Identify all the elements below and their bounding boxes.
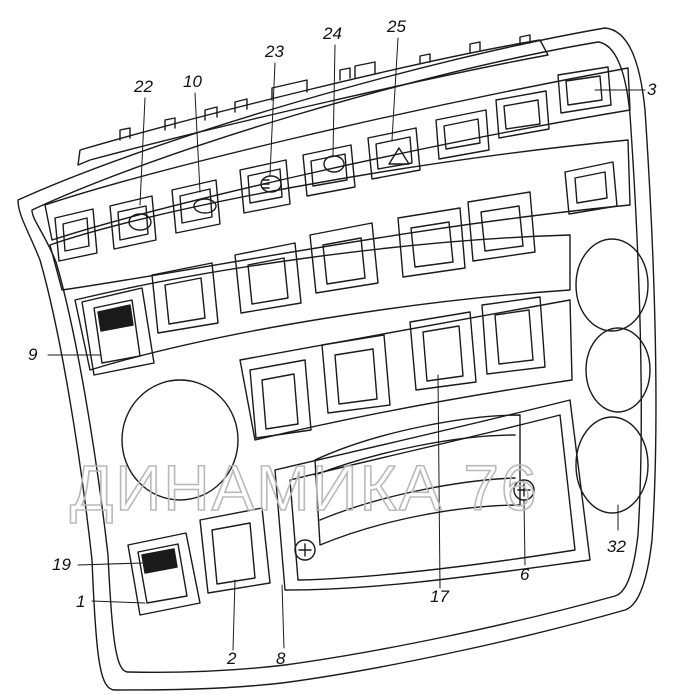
cluster-curved-face	[314, 414, 521, 546]
gauge-aperture-right-1	[575, 238, 649, 332]
mounting-screw-icon	[294, 539, 316, 561]
gauge-aperture-right-3	[575, 416, 649, 514]
gauge-aperture-right-2	[585, 327, 651, 413]
switch-band-third	[74, 234, 571, 371]
rocker-switch-19[interactable]	[127, 532, 201, 616]
switch-low-2[interactable]	[321, 334, 391, 414]
callout-19: 19	[52, 555, 71, 574]
switch-row-third	[249, 296, 546, 439]
switch-band-second	[49, 139, 631, 291]
switch-low-4[interactable]	[481, 296, 546, 375]
callout-24: 24	[322, 24, 342, 43]
leader-lines	[47, 37, 646, 651]
switch-bottom-2[interactable]	[199, 507, 271, 594]
switch-top-22[interactable]	[109, 195, 157, 250]
switch-mid-10[interactable]	[151, 262, 219, 334]
switch-mid-2[interactable]	[234, 242, 302, 314]
callout-22: 22	[133, 77, 153, 96]
switch-top-1[interactable]	[54, 208, 98, 262]
lamp-symbol-icon	[193, 198, 217, 214]
switch-top-25[interactable]	[367, 127, 421, 180]
switch-side-upper[interactable]	[564, 161, 618, 215]
callout-17: 17	[430, 587, 449, 606]
watermark-text: ДИНАМИКА 76	[70, 452, 539, 524]
gauge-aperture-left	[121, 379, 239, 501]
cluster-arc-lower	[319, 477, 516, 521]
switch-top-3[interactable]	[557, 66, 612, 114]
rocker-switch-9[interactable]	[81, 287, 155, 376]
instrument-cluster-frame	[274, 399, 591, 591]
switch-top-7[interactable]	[435, 109, 490, 160]
callout-6: 6	[520, 565, 530, 584]
callout-9: 9	[28, 345, 38, 364]
callout-25: 25	[386, 17, 406, 36]
callout-3: 3	[647, 80, 657, 99]
hazard-triangle-icon	[388, 147, 410, 165]
panel-inner-lip	[31, 41, 642, 674]
switch-top-23[interactable]	[239, 159, 291, 214]
rail-clips	[119, 34, 531, 141]
panel-housing	[17, 27, 657, 691]
fog-light-symbol-icon	[260, 175, 282, 193]
switch-low-1[interactable]	[249, 359, 312, 439]
switch-top-8[interactable]	[495, 90, 550, 139]
callout-8: 8	[276, 649, 286, 668]
mounting-rail	[77, 39, 549, 166]
switch-mid-4[interactable]	[397, 207, 466, 278]
switch-mid-5[interactable]	[467, 191, 536, 262]
callout-23: 23	[264, 42, 284, 61]
switch-mid-3[interactable]	[309, 222, 379, 294]
lamp-symbol-icon	[128, 213, 152, 231]
cluster-arc-upper	[314, 434, 516, 476]
callout-32: 32	[607, 537, 626, 556]
switch-low-17[interactable]	[409, 311, 477, 391]
lamp-symbol-icon	[323, 155, 345, 173]
callout-1: 1	[76, 592, 85, 611]
callout-10: 10	[183, 72, 202, 91]
instrument-cluster-window	[289, 414, 576, 581]
switch-row-second	[151, 191, 536, 334]
callout-2: 2	[226, 649, 237, 668]
